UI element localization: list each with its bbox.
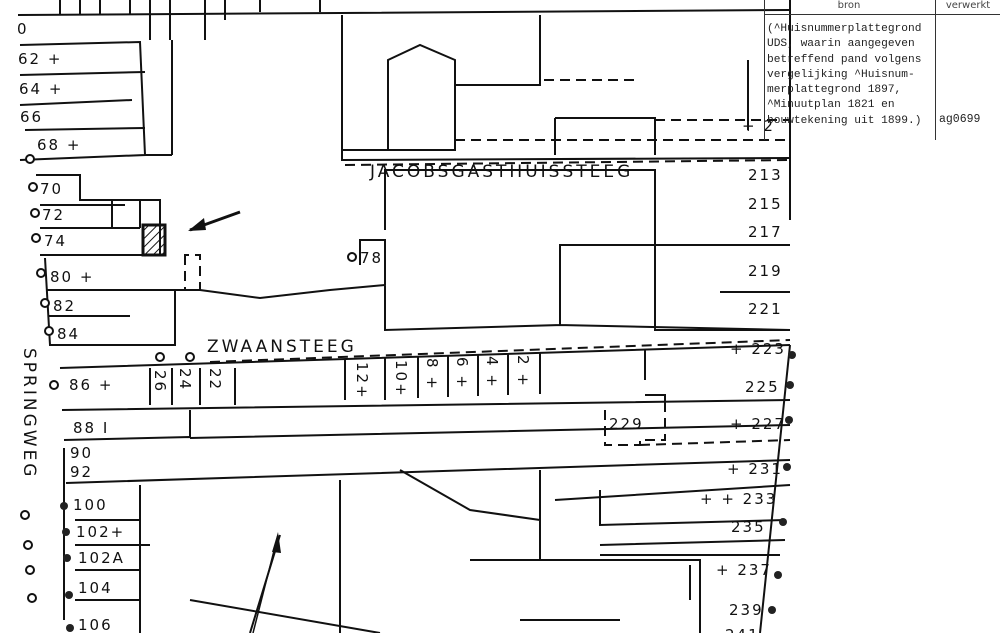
right-house-numbers: + 2 213 215 217 219 221 + 223 225 + 227 … [700, 117, 786, 633]
house-number: 68 + [37, 136, 81, 154]
house-number: 106 [78, 616, 113, 633]
house-number: 213 [748, 166, 783, 184]
house-number: 229 [609, 415, 644, 433]
house-number: 219 [748, 262, 783, 280]
house-number: 8 + [423, 358, 441, 391]
header-processed: verwerkt [945, 0, 991, 11]
house-number: 217 [748, 223, 783, 241]
house-number: 88 I [73, 419, 109, 437]
house-number: + 227 [730, 415, 786, 433]
parcel-lines [17, 0, 791, 633]
house-number: 221 [748, 300, 783, 318]
house-number: 84 [57, 325, 80, 343]
house-number: 92 [70, 463, 93, 481]
house-number: 74 [44, 232, 67, 250]
house-number: + + 233 [700, 490, 777, 508]
street-label-zwaansteeg: ZWAANSTEEG [207, 337, 357, 357]
house-number: 104 [78, 579, 113, 597]
house-number: 241 [725, 626, 760, 633]
house-number: 64 + [19, 80, 63, 98]
house-number: 72 [42, 206, 65, 224]
house-number: 80 + [50, 268, 94, 286]
processed-code: ag0699 [939, 113, 981, 126]
house-number: + 237 [716, 561, 772, 579]
source-description: (^Huisnummerplattegrond UDS, waarin aang… [767, 23, 922, 127]
house-number: 26 [151, 370, 169, 393]
house-number: 66 [20, 108, 43, 126]
house-number: 2 + [514, 355, 532, 388]
house-number: 70 [40, 180, 63, 198]
house-number: + 231 [727, 460, 783, 478]
house-number: 235 [731, 518, 766, 536]
house-number: 82 [53, 297, 76, 315]
header-source: bron [837, 0, 861, 11]
source-table: bron verwerkt (^Huisnummerplattegrond UD… [764, 0, 1000, 140]
house-number: 86 + [69, 376, 113, 394]
house-number: 239 [729, 601, 764, 619]
house-number: 10+ [392, 360, 410, 398]
house-number: 4 + [483, 356, 501, 389]
house-number: 62 + [18, 50, 62, 68]
location-arrow [188, 210, 241, 232]
left-house-numbers: 0 62 + 64 + 66 68 + 70 72 74 80 + 82 84 … [17, 20, 125, 633]
street-label-jacobsgasthuissteeg: JACOBSGASTHUISSTEEG [369, 162, 633, 182]
table-column-divider [764, 0, 936, 140]
house-number: 0 [17, 20, 29, 38]
house-number: 102+ [76, 523, 125, 541]
house-number: 102A [78, 549, 125, 567]
house-number: 100 [73, 496, 108, 514]
house-number: 90 [70, 444, 93, 462]
house-number: 78 [360, 249, 383, 267]
house-number: 22 [206, 368, 224, 391]
house-number: 6 + [453, 357, 471, 390]
door-markers [20, 154, 796, 632]
house-number: + 2 [742, 117, 775, 135]
middle-house-numbers: 78 26 24 22 12+ 10+ 8 + 6 + 4 + 2 + 229 [151, 249, 644, 433]
house-number: 215 [748, 195, 783, 213]
table-header [764, 0, 1000, 15]
house-number: 225 [745, 378, 780, 396]
north-arrow [252, 532, 281, 633]
house-number: 24 [176, 368, 194, 391]
house-number: + 223 [730, 340, 786, 358]
street-label-springweg: SPRINGWEG [19, 348, 39, 479]
house-number: 12+ [353, 362, 371, 400]
highlighted-parcel [141, 223, 167, 257]
